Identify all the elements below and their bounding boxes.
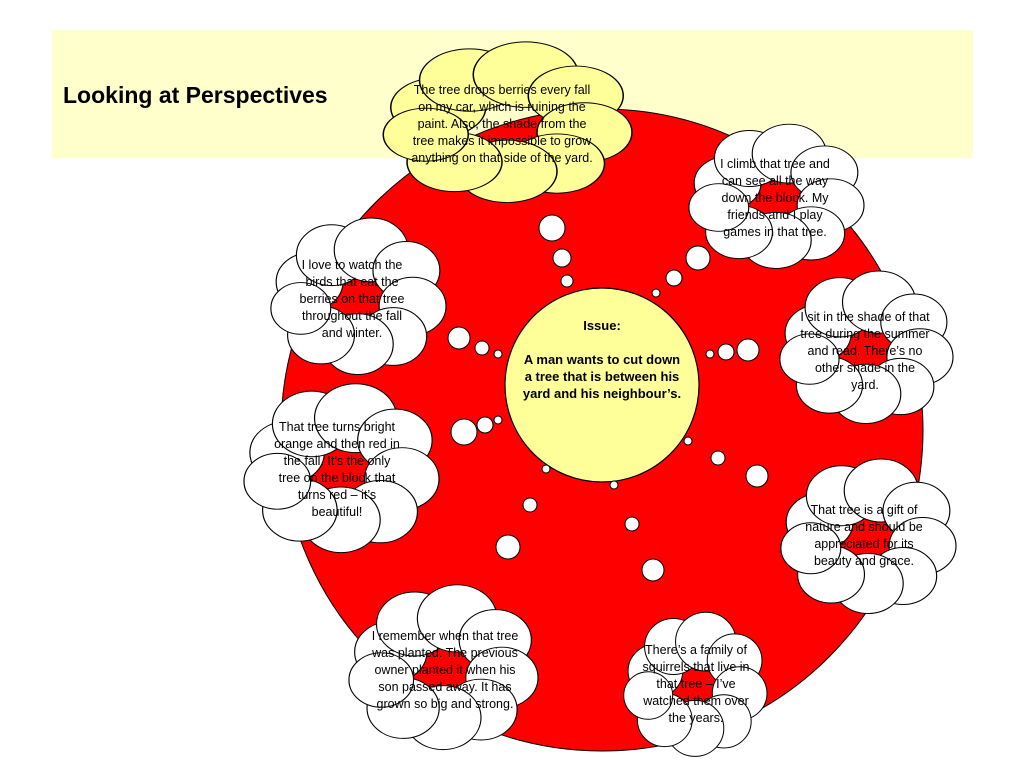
bubble xyxy=(705,349,715,359)
bubble xyxy=(560,274,574,288)
bubble xyxy=(476,416,494,434)
bubble xyxy=(450,418,478,446)
bubble xyxy=(624,516,640,532)
perspective-bird-watcher: I love to watch the birds that eat the b… xyxy=(299,257,405,340)
perspective-climber: I climb that tree and can see all the wa… xyxy=(720,156,830,239)
bubble xyxy=(447,326,471,350)
perspective-car-owner: The tree drops berries every fall on my … xyxy=(411,82,593,165)
bubble xyxy=(609,480,619,490)
perspective-memory: I remember when that tree was planted. T… xyxy=(371,628,519,711)
perspective-gift-of-nature: That tree is a gift of nature and should… xyxy=(805,503,923,568)
issue-label: Issue: xyxy=(583,318,621,333)
issue-text-block: Issue: A man wants to cut down a tree th… xyxy=(522,317,682,402)
bubble xyxy=(541,464,551,474)
bubble xyxy=(495,534,521,560)
perspective-shade-reader: I sit in the shade of that tree during t… xyxy=(800,309,930,392)
bubble xyxy=(493,349,503,359)
bubble xyxy=(493,415,503,425)
perspective-fall-colours: That tree turns bright orange and then r… xyxy=(274,420,400,519)
bubble xyxy=(685,245,711,271)
bubble xyxy=(641,558,665,582)
bubble xyxy=(710,450,726,466)
bubble xyxy=(665,269,683,287)
bubble xyxy=(538,214,566,242)
perspective-squirrels: There’s a family of squirrels that live … xyxy=(642,642,750,725)
bubble xyxy=(522,497,538,513)
issue-circle xyxy=(504,287,700,483)
thought-bubbles xyxy=(447,214,769,582)
bubble xyxy=(651,288,661,298)
issue-statement: A man wants to cut down a tree that is b… xyxy=(522,352,682,401)
bubble xyxy=(474,340,490,356)
bubble xyxy=(717,343,735,361)
page-title: Looking at Perspectives xyxy=(63,82,328,108)
bubble xyxy=(683,436,693,446)
bubble xyxy=(552,248,572,268)
bubble xyxy=(736,338,760,362)
bubble xyxy=(745,464,769,488)
